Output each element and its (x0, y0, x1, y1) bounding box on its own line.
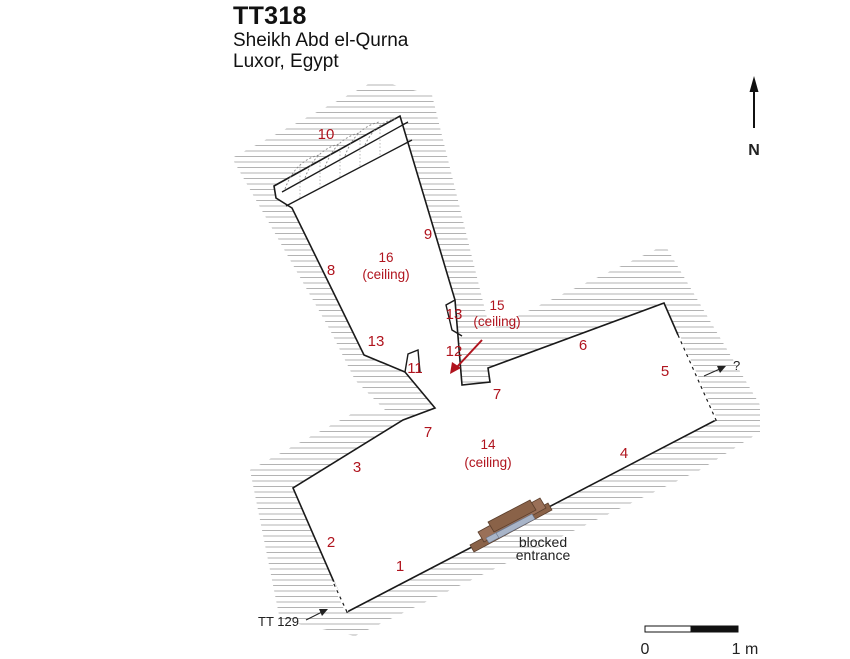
tomb-title: TT318 (233, 2, 307, 30)
entrance-label-line2: entrance (516, 547, 571, 563)
blocked-entrance-bricks (469, 497, 553, 553)
tt129-pointer (305, 609, 328, 621)
wall-label-4: 4 (620, 445, 628, 462)
wall-label-3: 3 (353, 459, 361, 476)
wall-label-9: 9 (424, 226, 432, 243)
red-direction-arrow (450, 339, 483, 374)
unknown-label: ? (733, 358, 740, 373)
vaulted-niche (281, 118, 413, 207)
wall-label-12: 12 (446, 343, 463, 360)
north-label: N (748, 142, 760, 159)
room-label-15: 15 (489, 298, 504, 313)
wall-label-1: 1 (396, 558, 404, 575)
room-label-14-note: (ceiling) (464, 455, 511, 470)
wall-label-10: 10 (318, 126, 335, 143)
entrance-label-line1: blocked (519, 534, 567, 550)
room-label-15-note: (ceiling) (473, 314, 520, 329)
room-label-14: 14 (480, 437, 496, 452)
wall-label-11: 11 (407, 360, 423, 377)
wall-label-6: 6 (579, 337, 587, 354)
scale-bar (644, 625, 739, 633)
unknown-pointer (703, 366, 726, 377)
wall-label-13: 13 (446, 306, 463, 323)
tomb-location: Luxor, Egypt (233, 51, 339, 72)
tomb-site: Sheikh Abd el-Qurna (233, 30, 409, 51)
north-arrow-icon (749, 76, 759, 128)
wall-label-8: 8 (327, 262, 335, 279)
scale-start-label: 0 (641, 641, 650, 658)
wall-label-2: 2 (327, 534, 335, 551)
scale-end-label: 1 m (732, 641, 759, 658)
wall-label-5: 5 (661, 363, 669, 380)
room-label-16-note: (ceiling) (362, 267, 409, 282)
wall-label-13: 13 (368, 333, 385, 350)
wall-label-7: 7 (493, 386, 501, 403)
room-label-16: 16 (378, 250, 393, 265)
tt129-label: TT 129 (258, 614, 299, 629)
wall-label-7: 7 (424, 424, 432, 441)
